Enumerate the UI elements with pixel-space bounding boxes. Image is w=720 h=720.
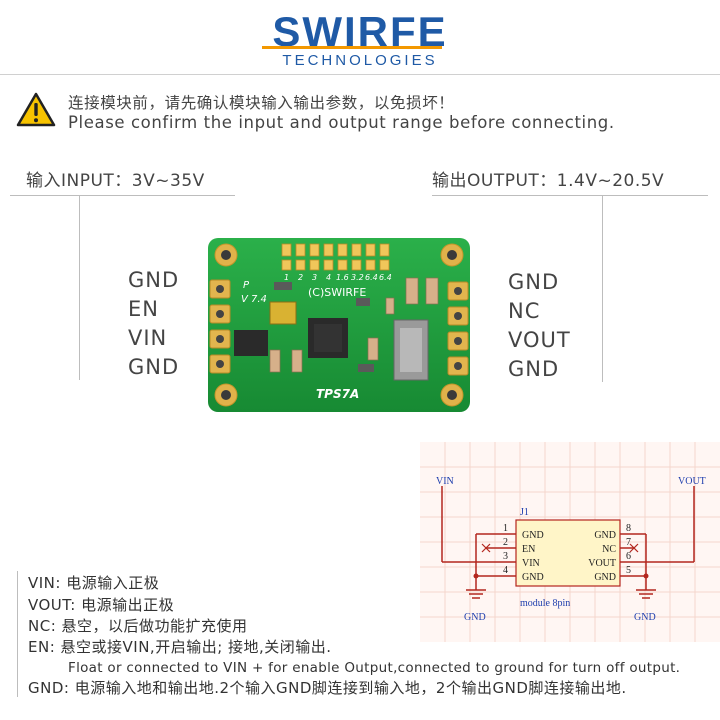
logo-text-i: I (343, 8, 358, 55)
schematic-pin-num: 4 (503, 565, 508, 576)
input-pin-label: GND (128, 268, 180, 292)
desc-vout: VOUT: 电源输出正极 (28, 596, 175, 614)
desc-nc: NC: 悬空，以后做功能扩充使用 (28, 617, 248, 635)
output-pin-label: NC (508, 299, 541, 323)
silk-brand: (C)SWIRFE (308, 286, 366, 299)
input-underline (10, 195, 235, 196)
schematic-pin-num: 7 (626, 537, 631, 548)
brand-logo: SWIRFE TECHNOLOGIES (0, 0, 720, 72)
schematic-pin-name: NC (602, 544, 616, 555)
schematic-ref: J1 (520, 507, 529, 518)
warning-triangle-icon (16, 92, 56, 127)
silk-model: TPS7A (316, 387, 359, 401)
pad-label: 1.6 (336, 273, 349, 282)
pad-label: 3.2 (351, 273, 364, 282)
desc-gnd: GND: 电源输入地和输出地.2个输入GND脚连接到输入地，2个输出GND脚连接… (28, 679, 627, 697)
logo-underline (262, 46, 442, 49)
schematic-pin-num: 5 (626, 565, 631, 576)
schematic-pin-name: EN (522, 544, 535, 555)
schematic-pin-name: VOUT (588, 558, 616, 569)
schematic-pin-name: GND (522, 530, 544, 541)
schematic-pin-num: 3 (503, 551, 508, 562)
output-range-label: 输出OUTPUT：1.4V~20.5V (432, 171, 665, 191)
output-pin-label: VOUT (508, 328, 571, 352)
input-pin-label: GND (128, 355, 180, 379)
input-pin-label: VIN (128, 326, 168, 350)
warning-text-en: Please confirm the input and output rang… (68, 113, 615, 132)
pad-label: 3 (312, 273, 317, 282)
pinout-schematic: J1 VIN VOUT GND GND module 8pin 1 2 3 4 … (420, 442, 720, 642)
schematic-vin-label: VIN (436, 476, 454, 487)
schematic-pin-name: GND (594, 530, 616, 541)
pad-label: 4 (326, 273, 331, 282)
schematic-vout-label: VOUT (678, 476, 706, 487)
schematic-module-label: module 8pin (520, 598, 570, 609)
schematic-gnd-left: GND (464, 612, 486, 623)
schematic-pin-name: GND (594, 572, 616, 583)
logo-subtitle: TECHNOLOGIES (282, 52, 438, 69)
schematic-pin-name: VIN (522, 558, 540, 569)
pcb-module-photo: 1 2 3 4 1.6 3.2 6.4 6.4 P V 7.4 (C)SWIRF… (208, 238, 470, 412)
schematic-pin-num: 2 (503, 537, 508, 548)
output-underline (432, 195, 708, 196)
desc-en-english: Float or connected to VIN + for enable O… (68, 660, 681, 676)
header-divider (0, 74, 720, 75)
desc-vin: VIN: 电源输入正极 (28, 574, 160, 592)
schematic-pin-name: GND (522, 572, 544, 583)
input-leader-line (79, 196, 80, 380)
pad-label: 6.4 (365, 273, 378, 282)
schematic-pin-num: 6 (626, 551, 631, 562)
silk-p: P (243, 280, 250, 291)
input-pin-label: EN (128, 297, 159, 321)
description-bar (17, 571, 18, 697)
schematic-pin-num: 1 (503, 523, 508, 534)
input-range-label: 输入INPUT：3V~35V (26, 171, 205, 191)
output-leader-line (602, 196, 603, 382)
output-pin-label: GND (508, 270, 560, 294)
schematic-gnd-right: GND (634, 612, 656, 623)
pad-label: 2 (298, 273, 303, 282)
output-pin-label: GND (508, 357, 560, 381)
warning-text-cn: 连接模块前，请先确认模块输入输出参数，以免损坏！ (68, 94, 455, 112)
desc-en: EN: 悬空或接VIN,开启输出; 接地,关闭输出. (28, 638, 332, 656)
pad-label: 6.4 (379, 273, 392, 282)
pad-label: 1 (284, 273, 289, 282)
silk-version: V 7.4 (241, 294, 267, 305)
schematic-pin-num: 8 (626, 523, 631, 534)
